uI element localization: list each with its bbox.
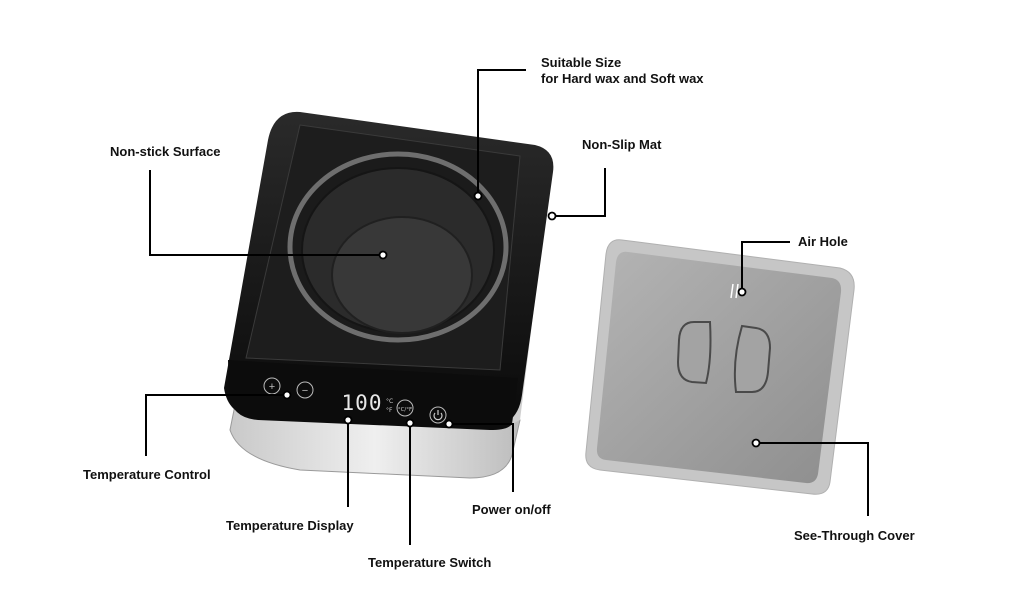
- air-hole-icon: [730, 283, 739, 299]
- leader-power: [449, 423, 514, 492]
- label-suitable-size: Suitable Size for Hard wax and Soft wax: [541, 55, 704, 87]
- unit-celsius: °C: [386, 398, 393, 405]
- power-button[interactable]: [429, 406, 447, 424]
- label-non-stick-surface: Non-stick Surface: [110, 144, 221, 159]
- cover-inner: [596, 251, 842, 484]
- callout-dots: [282, 191, 761, 448]
- label-see-through-cover: See-Through Cover: [794, 528, 915, 543]
- label-suitable-size-line2: for Hard wax and Soft wax: [541, 71, 704, 86]
- wax-warmer: + − 100 °C °F °C/°F: [224, 111, 554, 479]
- power-icon: [433, 412, 443, 421]
- minus-button[interactable]: −: [296, 381, 314, 399]
- svg-text:+: +: [269, 381, 275, 393]
- label-temperature-control: Temperature Control: [83, 467, 211, 482]
- leader-temp-control: [145, 394, 287, 456]
- see-through-cover: [585, 239, 855, 495]
- leader-suitable-size: [477, 69, 526, 196]
- label-temperature-display: Temperature Display: [226, 518, 354, 533]
- cover-handle-left[interactable]: [676, 321, 712, 385]
- label-non-slip-mat: Non-Slip Mat: [582, 137, 662, 152]
- label-suitable-size-line1: Suitable Size: [541, 55, 622, 70]
- leader-air-hole: [741, 241, 790, 292]
- leader-cover: [756, 442, 869, 516]
- svg-text:°C/°F: °C/°F: [398, 407, 412, 413]
- unit-fahrenheit: °F: [386, 407, 393, 414]
- leader-non-stick: [149, 170, 383, 256]
- cover-handle-right[interactable]: [733, 324, 772, 393]
- label-temperature-switch: Temperature Switch: [368, 555, 492, 570]
- label-power: Power on/off: [472, 502, 551, 517]
- non-stick-surface-area: [331, 216, 473, 334]
- temperature-switch-button[interactable]: °C/°F: [396, 399, 414, 417]
- label-air-hole: Air Hole: [798, 234, 848, 249]
- leader-non-slip: [552, 168, 606, 217]
- temperature-display: 100: [342, 391, 383, 415]
- svg-text:−: −: [302, 385, 308, 397]
- callout-lines: [145, 69, 869, 545]
